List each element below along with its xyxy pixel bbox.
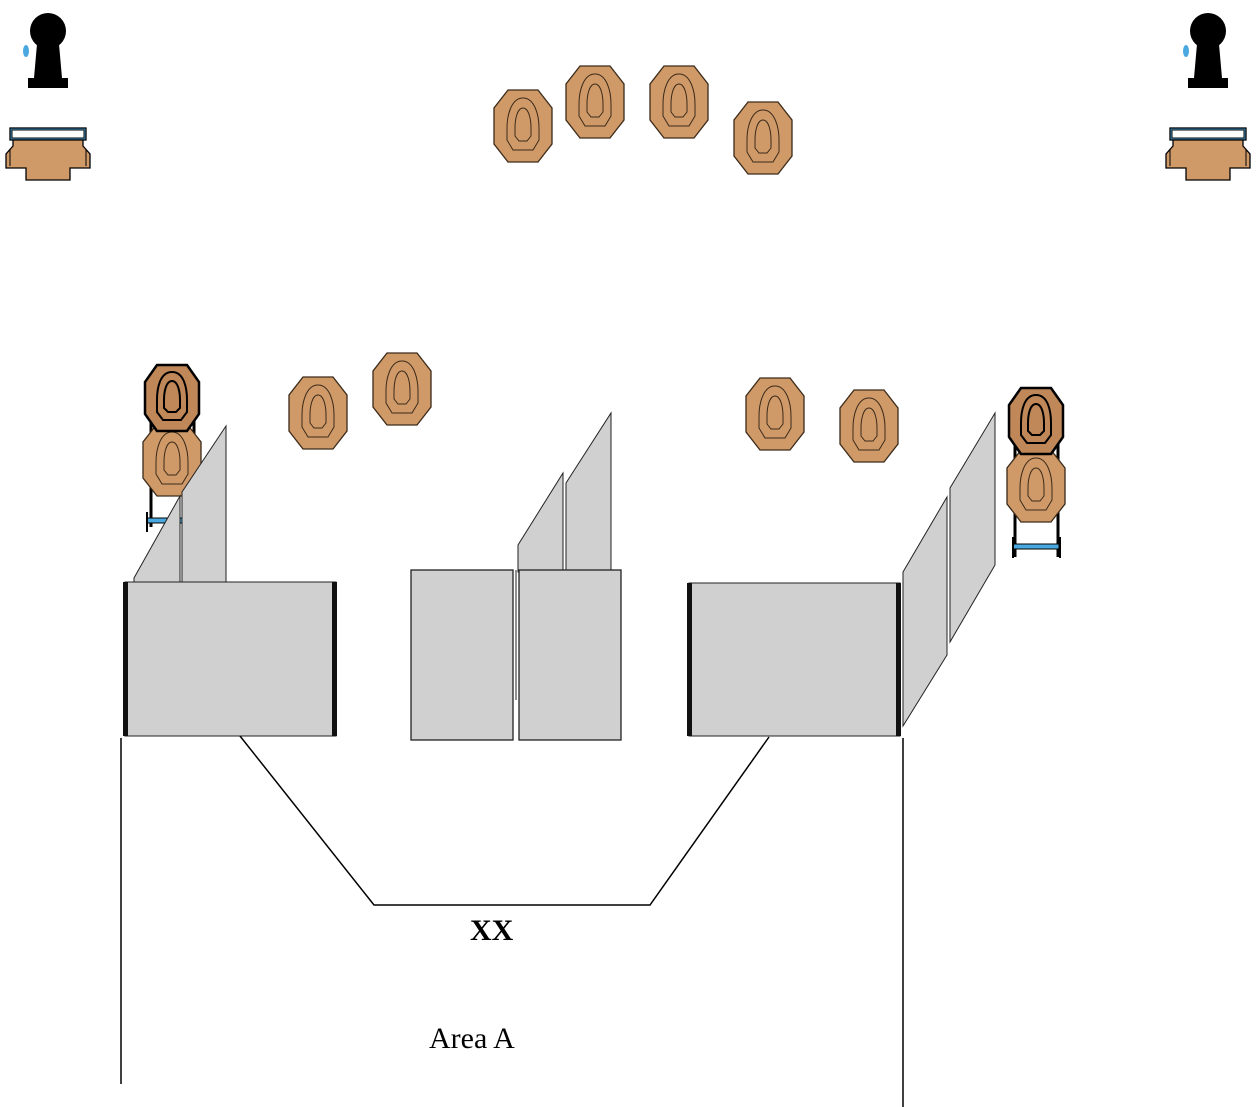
paper-target-icon <box>745 377 805 451</box>
barricade-wall-icon <box>687 411 996 737</box>
paper-target-icon <box>733 101 793 175</box>
paper-target-icon <box>493 89 553 163</box>
paper-target-icon <box>649 65 709 139</box>
target-stand-icon <box>1006 386 1066 558</box>
paper-target-icon <box>288 376 348 450</box>
paper-target-icon <box>839 389 899 463</box>
barricade-wall-icon <box>410 411 622 741</box>
barricade-wall-icon <box>123 424 337 737</box>
paper-target-icon <box>565 65 625 139</box>
fault-lines <box>120 735 904 1107</box>
position-label-xx: XX <box>470 914 514 947</box>
paper-target-icon <box>372 352 432 426</box>
steel-popper-icon <box>5 12 91 181</box>
steel-popper-icon <box>1165 12 1251 181</box>
area-label: Area A <box>429 1022 515 1055</box>
